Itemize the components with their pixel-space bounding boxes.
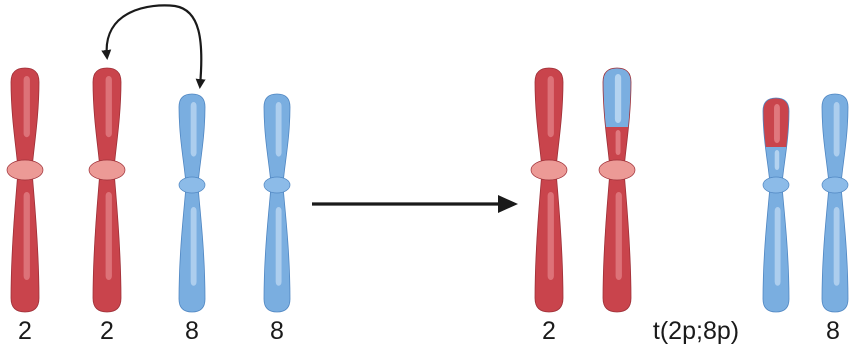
result-chromosome-8 xyxy=(821,93,849,313)
result-chromosome-8-q-highlight xyxy=(833,207,840,286)
result-chromosome-2-p-highlight xyxy=(547,76,554,138)
chromosome-2-left xyxy=(6,67,44,313)
result-chromosome-2-centromere xyxy=(530,159,568,181)
chromosome-8-left-q-highlight xyxy=(190,207,197,286)
derivative-chromosome-8-highlight-a xyxy=(774,104,780,143)
result-chromosome-8-p-highlight xyxy=(833,102,840,157)
chromosome-8-left-p-highlight xyxy=(190,102,197,157)
derivative-chromosome-8-centromere xyxy=(762,176,790,194)
derivative-chromosome-2-p-arm-outline xyxy=(602,67,632,171)
chromosome-2-left-p-highlight xyxy=(23,76,30,138)
label-result-chromosome-8: 8 xyxy=(826,317,840,345)
result-chromosome-2 xyxy=(530,67,568,313)
label-chromosome-2-left: 2 xyxy=(18,317,32,345)
chromosome-8-right-centromere xyxy=(263,176,291,194)
label-translocation: t(2p;8p) xyxy=(652,317,740,345)
derivative-chromosome-2 xyxy=(598,67,636,313)
chromosome-2-right-centromere xyxy=(88,159,126,181)
derivative-chromosome-2-centromere xyxy=(598,159,636,181)
label-chromosome-2-right: 2 xyxy=(100,317,114,345)
chromosome-2-right-q-highlight xyxy=(105,192,112,281)
chromosome-2-left-centromere xyxy=(6,159,44,181)
derivative-chromosome-2-highlight-a xyxy=(614,74,622,123)
chromosome-8-right-q-highlight xyxy=(275,207,282,286)
chromosome-8-left xyxy=(178,93,206,313)
exchange-arrow xyxy=(101,4,206,89)
chromosome-8-left-centromere xyxy=(178,176,206,194)
derivative-chromosome-8-p-arm-outline xyxy=(762,97,790,186)
label-result-chromosome-2: 2 xyxy=(542,317,556,345)
derivative-chromosome-2-q-highlight xyxy=(615,192,622,281)
derivative-chromosome-8-highlight-b xyxy=(774,150,780,170)
derivative-chromosome-8 xyxy=(762,97,790,313)
label-chromosome-8-right: 8 xyxy=(270,317,284,345)
chromosome-8-right xyxy=(263,93,291,313)
chromosome-8-right-p-highlight xyxy=(275,102,282,157)
chromosome-2-left-q-highlight xyxy=(23,192,30,281)
derivative-chromosome-2-p-arm xyxy=(603,68,631,170)
chromosome-2-right xyxy=(88,67,126,313)
result-chromosome-8-centromere xyxy=(821,176,849,194)
chromosome-2-right-p-highlight xyxy=(105,76,112,138)
derivative-chromosome-2-highlight-b xyxy=(615,130,621,155)
derivative-chromosome-8-q-highlight xyxy=(774,207,781,286)
label-chromosome-8-left: 8 xyxy=(185,317,199,345)
result-chromosome-2-q-highlight xyxy=(547,192,554,281)
derivative-chromosome-8-p-arm xyxy=(763,98,789,185)
